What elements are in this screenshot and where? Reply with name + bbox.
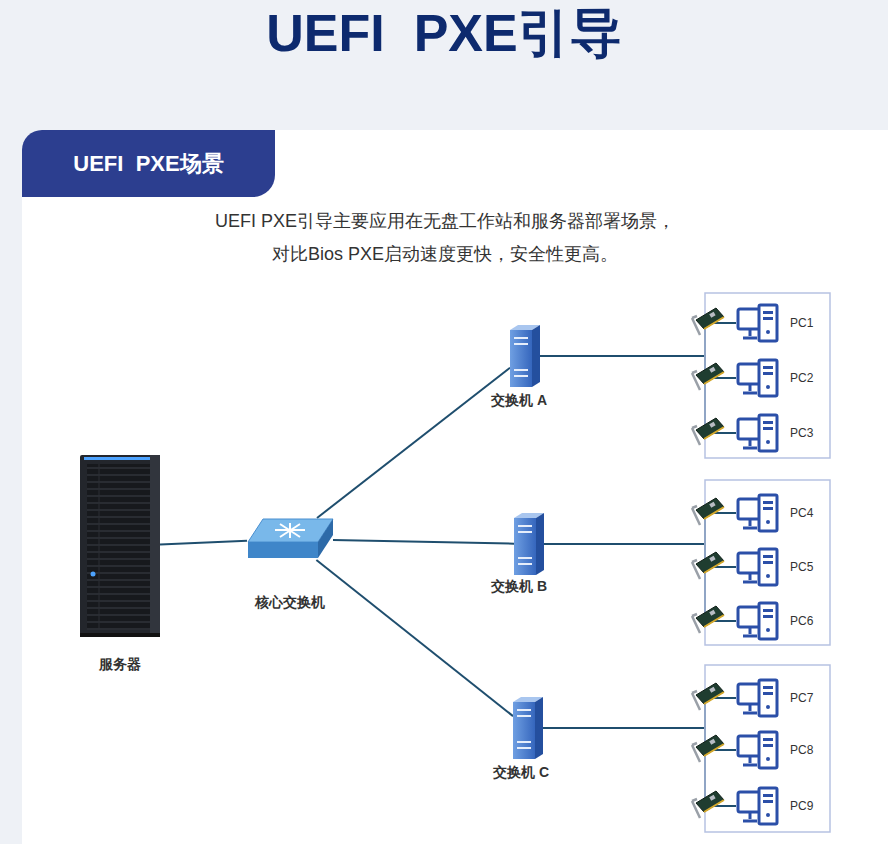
pc-node: PC4: [736, 493, 826, 533]
nic-card: [692, 498, 724, 525]
nic-card: [692, 308, 724, 335]
pc-icon: [738, 603, 777, 639]
pc-label: PC5: [790, 560, 813, 574]
pc-icon: [738, 680, 777, 716]
icon-anchor: [736, 358, 780, 398]
nic-card: [692, 606, 724, 633]
nic-card: [692, 735, 724, 762]
switch-node: 交换机 A: [479, 322, 559, 414]
switch-c-icon: [513, 697, 543, 759]
nic-card: [692, 363, 724, 390]
icon-anchor: [736, 601, 780, 641]
pc-icons: [692, 305, 777, 824]
pc-node: PC1: [736, 303, 826, 343]
network-link: [540, 356, 736, 433]
node-label: 核心交换机: [237, 594, 343, 612]
title: UEFI PXE引导: [0, 2, 888, 64]
pc-node: PC9: [736, 786, 826, 826]
nic-card: [692, 683, 724, 710]
icon-anchor: [736, 413, 780, 453]
icon-anchor: [736, 730, 780, 770]
icon-anchor: [510, 325, 540, 387]
pc-node: PC8: [736, 730, 826, 770]
network-link: [543, 728, 736, 806]
pc-node: PC7: [736, 678, 826, 718]
pc-icon: [738, 360, 777, 396]
pc-icon: [738, 788, 777, 824]
switch-node: 交换机 C: [481, 694, 561, 786]
icon-anchor: [736, 547, 780, 587]
network-link: [316, 560, 513, 716]
node-label: 交换机 C: [481, 764, 561, 782]
pc-icon: [738, 415, 777, 451]
icon-anchor: [736, 303, 780, 343]
icon-anchor: [736, 493, 780, 533]
pc-label: PC6: [790, 614, 813, 628]
node-label: 交换机 B: [479, 578, 559, 596]
node-label: 服务器: [67, 656, 173, 674]
network-link: [160, 541, 247, 545]
pc-label: PC1: [790, 316, 813, 330]
icon-anchor: [247, 518, 333, 560]
network-link: [544, 544, 736, 621]
pc-node: PC6: [736, 601, 826, 641]
pc-label: PC3: [790, 426, 813, 440]
icon-anchor: [514, 513, 544, 575]
pc-icon: [738, 732, 777, 768]
switch-a-icon: [510, 325, 540, 387]
server-rack: [80, 455, 160, 637]
pc-label: PC2: [790, 371, 813, 385]
pc-label: PC7: [790, 691, 813, 705]
pc-icon: [738, 495, 777, 531]
core-switch-node: 核心交换机: [237, 514, 343, 616]
network-link: [317, 368, 510, 518]
icon-anchor: [736, 678, 780, 718]
section-tab: UEFI PXE场景: [22, 130, 275, 197]
server-node: 服务器: [67, 452, 173, 682]
pc-node: PC5: [736, 547, 826, 587]
core-switch-icon: [248, 519, 333, 558]
pc-node: PC2: [736, 358, 826, 398]
icon-anchor: [513, 697, 543, 759]
pc-label: PC4: [790, 506, 813, 520]
pc-label: PC8: [790, 743, 813, 757]
tab-title: UEFI PXE场景: [73, 149, 223, 179]
switch-node: 交换机 B: [479, 510, 559, 602]
pc-node: PC3: [736, 413, 826, 453]
pc-icon: [738, 305, 777, 341]
network-link: [333, 540, 514, 544]
pc-label: PC9: [790, 799, 813, 813]
icon-anchor: [80, 455, 160, 637]
nic-card: [692, 552, 724, 579]
subtitle-note: UEFI PXE引导主要应用在无盘工作站和服务器部署场景， 对比Bios PXE…: [204, 205, 686, 271]
icon-anchor: [736, 786, 780, 826]
node-label: 交换机 A: [479, 392, 559, 410]
pc-group-frames: [705, 293, 830, 832]
nic-card: [692, 418, 724, 445]
white-panel: [22, 130, 888, 844]
pc-icon: [738, 549, 777, 585]
nic-card: [692, 791, 724, 818]
switch-b-icon: [514, 513, 544, 575]
